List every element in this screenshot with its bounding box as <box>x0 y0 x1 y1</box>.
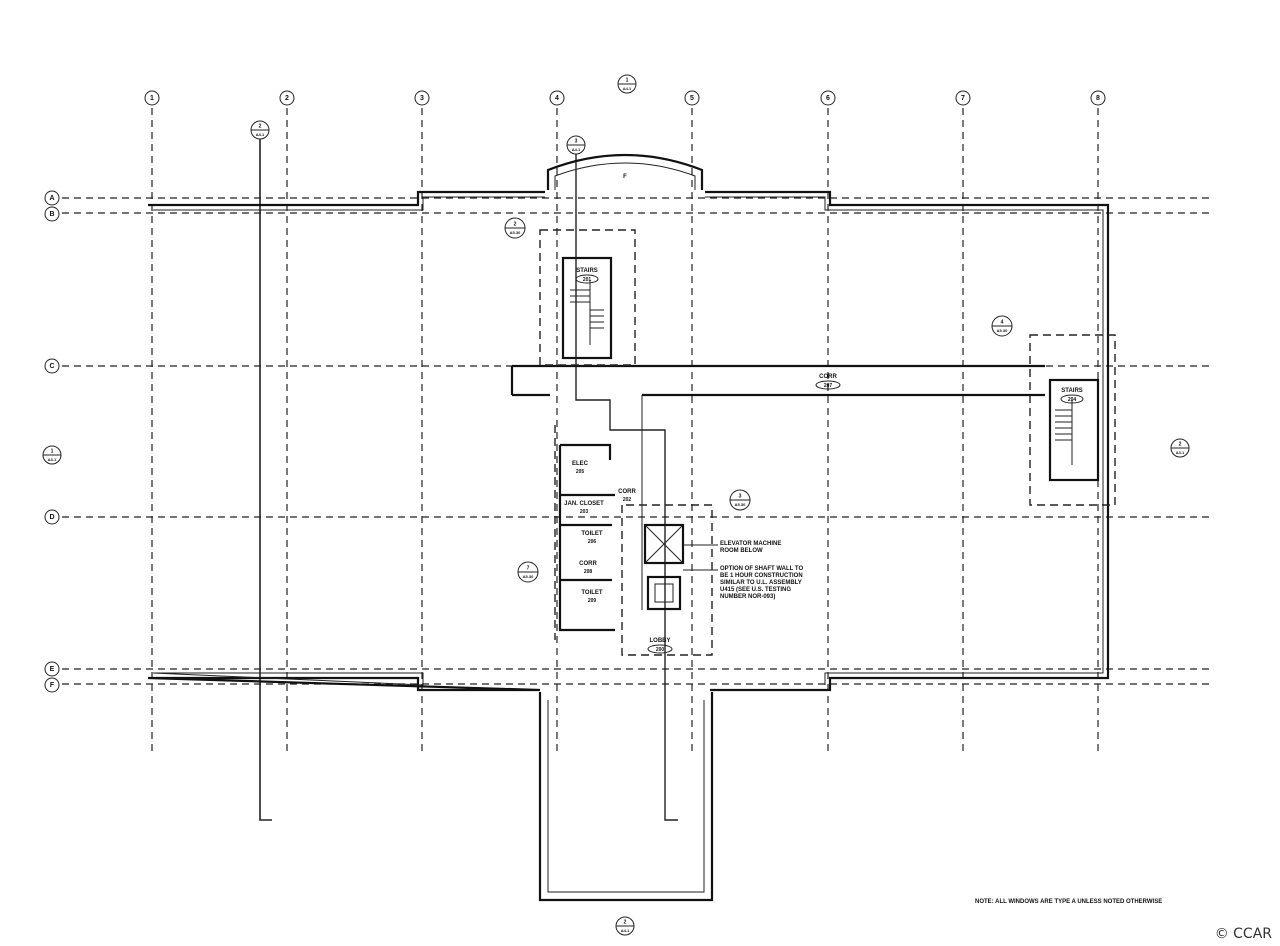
grid-label: 2 <box>285 95 289 102</box>
svg-text:1: 1 <box>626 77 629 83</box>
room-number: 204 <box>1068 397 1077 403</box>
svg-text:A4.1: A4.1 <box>621 928 630 933</box>
column-bubbles: 1 2 3 4 5 6 7 8 <box>144 90 1106 106</box>
grid-label: 4 <box>555 95 559 102</box>
section-cut-line-2: 3A4.1 <box>566 135 678 821</box>
elevator: 3A5.30 <box>643 489 751 611</box>
bay-marker: F <box>623 174 627 180</box>
svg-text:ELEVATOR MACHINE: ELEVATOR MACHINE <box>720 541 781 547</box>
svg-text:A4.1: A4.1 <box>623 86 632 91</box>
room-name: TOILET <box>581 590 603 596</box>
svg-text:1: 1 <box>51 448 54 454</box>
section-marker-top: 1A4.1 <box>617 74 637 94</box>
room-number: 206 <box>588 539 597 545</box>
grid-label: F <box>50 682 55 689</box>
stair-east: STAIRS 204 4A5.30 <box>991 315 1100 482</box>
room-number: 201 <box>583 277 592 283</box>
svg-text:4: 4 <box>1001 319 1004 325</box>
grid-label: B <box>49 211 54 218</box>
grid-label: 1 <box>150 95 154 102</box>
watermark: © CCAR <box>1214 926 1272 942</box>
svg-text:2: 2 <box>624 919 627 925</box>
svg-text:A4.1: A4.1 <box>256 132 265 137</box>
room-name: LOBBY <box>650 638 671 644</box>
section-marker-bottom: 2A4.1 <box>615 916 635 936</box>
room-number: 202 <box>623 497 632 503</box>
row-bubbles: A B C D E F <box>44 190 60 693</box>
svg-text:3: 3 <box>739 493 742 499</box>
room-name: CORR <box>618 489 636 495</box>
grid-label: 3 <box>420 95 424 102</box>
svg-text:A4.1: A4.1 <box>572 147 581 152</box>
section-marker-right: 2A3.1 <box>1170 438 1190 458</box>
stair-east-outline <box>1029 334 1116 506</box>
svg-text:SIMILAR TO U.L. ASSEMBLY: SIMILAR TO U.L. ASSEMBLY <box>720 580 802 586</box>
svg-text:OPTION OF SHAFT WALL TO: OPTION OF SHAFT WALL TO <box>720 566 803 572</box>
grid-label: 7 <box>961 95 965 102</box>
room-name: TOILET <box>581 531 603 537</box>
room-name: CORR <box>819 374 837 380</box>
grid-label: 5 <box>690 95 694 102</box>
grid-label: E <box>50 666 55 673</box>
svg-text:A5.30: A5.30 <box>510 230 521 235</box>
svg-text:A5.30: A5.30 <box>735 502 746 507</box>
svg-text:2: 2 <box>259 123 262 129</box>
room-number: 205 <box>576 469 585 475</box>
section-markers: 1A4.1 1A3.1 2A3.1 2A4.1 2A4.1 3A4.1 <box>42 74 1190 936</box>
grid-label: 6 <box>826 95 830 102</box>
svg-text:3: 3 <box>575 138 578 144</box>
room-name: STAIRS <box>1061 388 1083 394</box>
grid-label: D <box>49 514 54 521</box>
room-name: CORR <box>579 561 597 567</box>
stair-north: STAIRS 201 2A5.30 <box>504 217 636 366</box>
room-number: 200 <box>656 647 665 653</box>
window-note: NOTE: ALL WINDOWS ARE TYPE A UNLESS NOTE… <box>975 899 1162 905</box>
room-number: 208 <box>584 569 593 575</box>
room-name: STAIRS <box>576 268 598 274</box>
grid-label: 8 <box>1096 95 1100 102</box>
room-number: 203 <box>580 509 589 515</box>
svg-text:A3.1: A3.1 <box>48 457 57 462</box>
svg-text:2: 2 <box>1179 441 1182 447</box>
svg-text:7: 7 <box>527 565 530 571</box>
room-name: ELEC <box>572 461 589 467</box>
grid-label: A <box>49 195 54 202</box>
room-number: 207 <box>824 383 833 389</box>
svg-text:BE 1 HOUR CONSTRUCTION: BE 1 HOUR CONSTRUCTION <box>720 573 803 579</box>
room-number: 209 <box>588 598 597 604</box>
core-rooms: ELEC 205 JAN. CLOSET 203 CORR 202 TOILET… <box>517 425 713 656</box>
svg-text:A5.30: A5.30 <box>997 328 1008 333</box>
room-name: JAN. CLOSET <box>564 501 604 507</box>
svg-text:NUMBER NOR-093): NUMBER NOR-093) <box>720 594 775 600</box>
section-cut-line-1: 2A4.1 <box>250 120 272 821</box>
grid-label: C <box>49 363 54 370</box>
exterior-walls: F <box>147 153 1110 902</box>
corridor <box>510 364 1045 610</box>
svg-text:A3.1: A3.1 <box>1176 450 1185 455</box>
section-marker-left: 1A3.1 <box>42 445 62 465</box>
svg-text:U415 (SEE U.S. TESTING: U415 (SEE U.S. TESTING <box>720 587 791 593</box>
svg-text:A5.30: A5.30 <box>523 574 534 579</box>
elevator-machine-note: ELEVATOR MACHINE ROOM BELOW <box>720 541 781 554</box>
shaft-wall-note: OPTION OF SHAFT WALL TO BE 1 HOUR CONSTR… <box>720 566 803 600</box>
svg-text:2: 2 <box>514 221 517 227</box>
svg-text:ROOM BELOW: ROOM BELOW <box>720 548 763 554</box>
